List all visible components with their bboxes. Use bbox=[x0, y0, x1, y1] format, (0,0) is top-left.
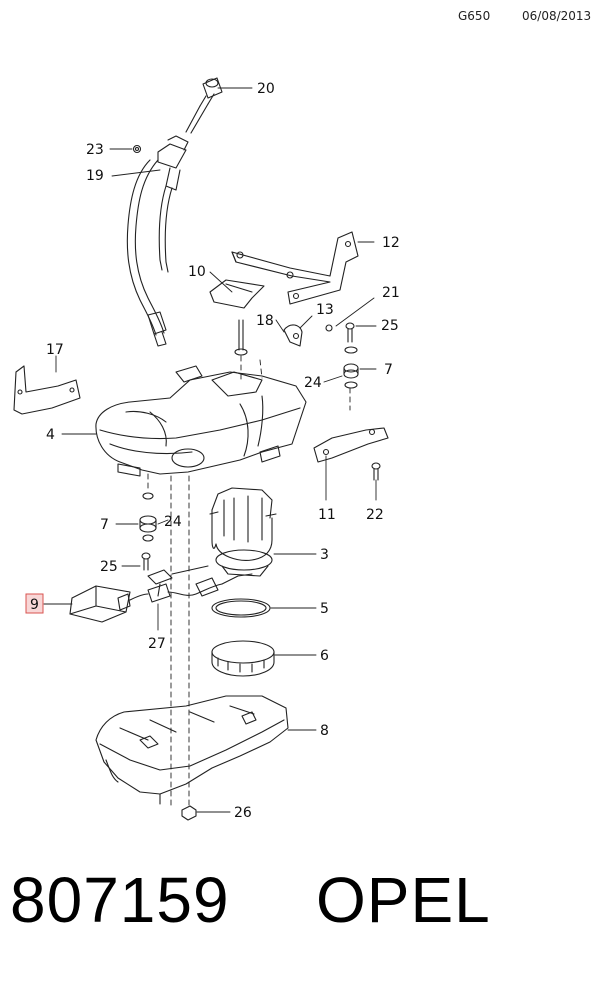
brand-name: OPEL bbox=[316, 864, 491, 936]
callout-24-upper: 24 bbox=[304, 375, 322, 391]
callout-6: 6 bbox=[320, 648, 329, 664]
callout-22: 22 bbox=[366, 507, 384, 523]
callout-10: 10 bbox=[188, 264, 206, 280]
callout-5: 5 bbox=[320, 601, 329, 617]
part-7-grommet-lower bbox=[139, 492, 157, 542]
part-20-filler-cap bbox=[185, 77, 223, 134]
part-23-nut bbox=[132, 144, 142, 154]
callout-8: 8 bbox=[320, 723, 329, 739]
part-7-grommet-upper bbox=[343, 346, 359, 389]
callout-17: 17 bbox=[46, 342, 64, 358]
callout-9-highlight-box bbox=[25, 593, 44, 614]
diagram-date: 06/08/2013 bbox=[522, 9, 592, 23]
part-22-screw bbox=[371, 462, 381, 481]
callout-24-lower: 24 bbox=[164, 514, 182, 530]
callout-25-upper: 25 bbox=[381, 318, 399, 334]
part-17-heat-shield bbox=[13, 365, 81, 415]
callout-13: 13 bbox=[316, 302, 334, 318]
callout-27: 27 bbox=[148, 636, 166, 652]
callout-3: 3 bbox=[320, 547, 329, 563]
part-8-skid-plate bbox=[95, 695, 289, 805]
diagram-code: G650 bbox=[458, 9, 491, 23]
part-6-lock-ring bbox=[211, 640, 275, 677]
alignment-lines bbox=[147, 355, 351, 807]
part-25-screw-upper bbox=[345, 322, 355, 343]
part-number: 807159 bbox=[10, 864, 230, 936]
callout-21: 21 bbox=[382, 285, 400, 301]
callout-7-lower: 7 bbox=[100, 517, 109, 533]
part-18-bolt bbox=[234, 319, 248, 356]
part-11-bracket bbox=[313, 427, 389, 463]
part-21-nut bbox=[325, 324, 333, 332]
callout-23: 23 bbox=[86, 142, 104, 158]
part-3-fuel-pump bbox=[209, 487, 277, 577]
part-5-o-ring bbox=[211, 598, 271, 618]
callout-11: 11 bbox=[318, 507, 336, 523]
part-9-control-module bbox=[69, 585, 131, 623]
callout-4: 4 bbox=[46, 427, 55, 443]
part-19-filler-neck bbox=[126, 135, 189, 347]
part-4-fuel-tank bbox=[95, 365, 307, 477]
part-12-bracket bbox=[231, 231, 359, 305]
callout-9: 9 bbox=[30, 597, 39, 613]
callout-18: 18 bbox=[256, 313, 274, 329]
part-13-clip bbox=[283, 324, 303, 347]
part-27-harness-connector bbox=[129, 565, 253, 603]
callout-20: 20 bbox=[257, 81, 275, 97]
callout-19: 19 bbox=[86, 168, 104, 184]
callout-7-upper: 7 bbox=[384, 362, 393, 378]
part-26-nut bbox=[181, 805, 197, 821]
callout-12: 12 bbox=[382, 235, 400, 251]
part-10-clip bbox=[209, 279, 265, 309]
leader-lines bbox=[43, 87, 377, 813]
callout-25-lower: 25 bbox=[100, 559, 118, 575]
callout-labels: 20 23 19 12 10 21 13 25 18 17 7 24 4 11 … bbox=[25, 81, 400, 821]
part-25-screw-lower bbox=[141, 552, 151, 571]
callout-26: 26 bbox=[234, 805, 252, 821]
